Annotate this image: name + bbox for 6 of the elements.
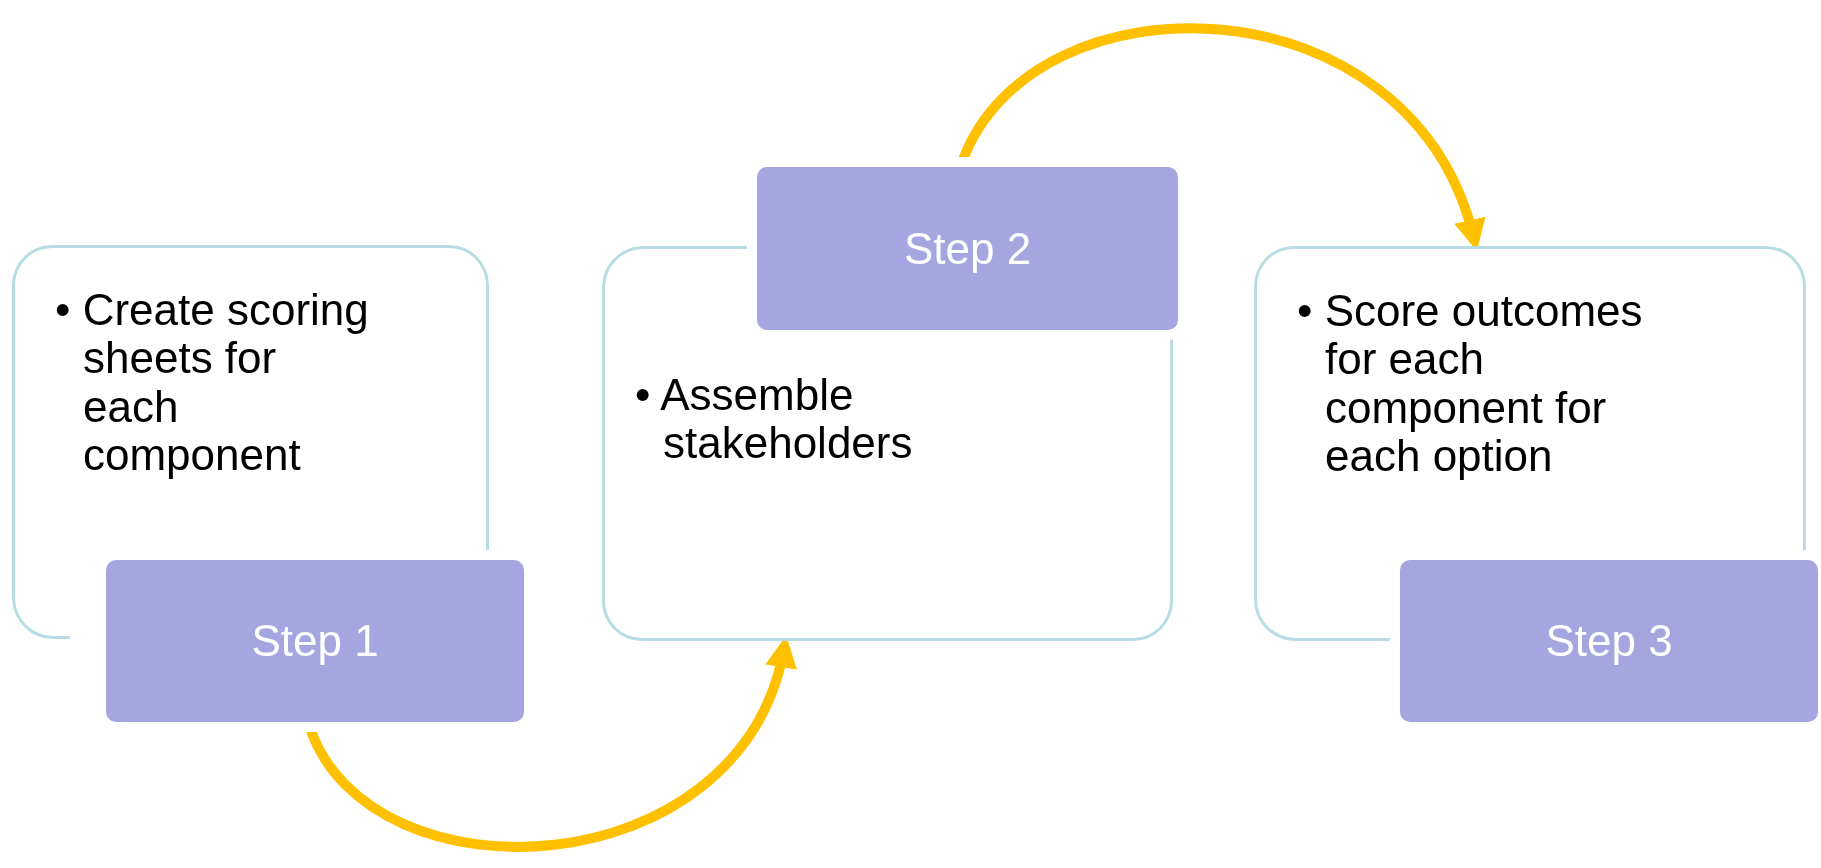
bullet-text: • Create scoring sheets for each component <box>55 286 370 480</box>
bullet-text: • Score outcomes for each component for each option <box>1297 287 1644 481</box>
step-card <box>12 245 489 553</box>
step-card <box>602 337 1173 641</box>
bullet-text: • Assemble stakeholders <box>635 371 914 468</box>
step-card <box>1254 246 1806 553</box>
